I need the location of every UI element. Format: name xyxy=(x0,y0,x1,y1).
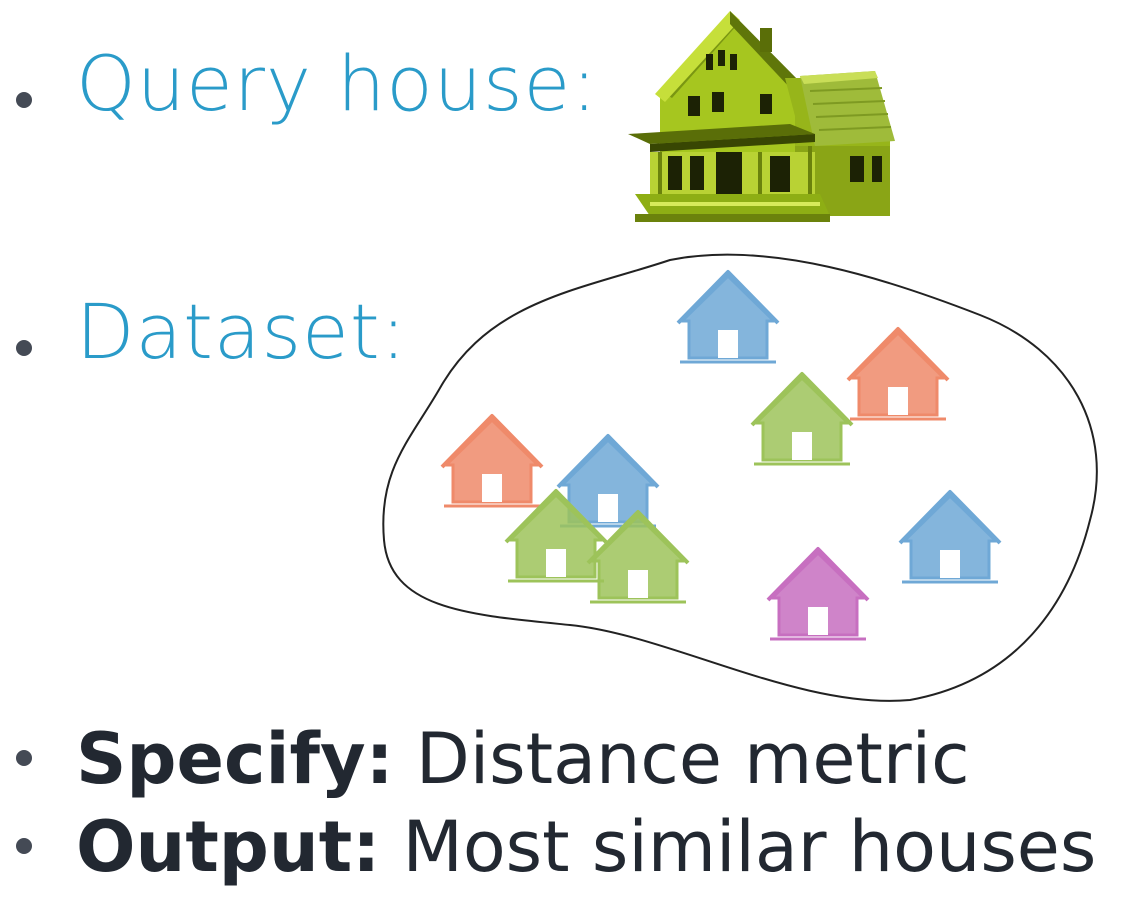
specify-value: Distance metric xyxy=(393,718,970,800)
house-icon xyxy=(440,414,544,508)
house-icon xyxy=(676,270,780,364)
bullet-dot xyxy=(16,837,32,854)
dataset-label: Dataset: xyxy=(76,287,408,376)
bullet-dot xyxy=(16,749,32,766)
house-icon xyxy=(846,327,950,421)
bullet-dataset: Dataset: xyxy=(0,294,407,370)
bullet-query-house: Query house: xyxy=(0,46,598,122)
query-house-label: Query house: xyxy=(76,39,598,128)
dataset-cloud xyxy=(382,253,1098,702)
house-icon xyxy=(766,547,870,641)
specify-label: Specify: xyxy=(76,718,394,800)
output-value: Most similar houses xyxy=(380,806,1097,888)
house-icon xyxy=(898,490,1002,584)
bullet-output: Output: Most similar houses xyxy=(0,812,1096,882)
house-icon xyxy=(750,372,854,466)
dataset-boundary xyxy=(382,253,1098,702)
query-house-icon xyxy=(628,11,895,222)
output-label: Output: xyxy=(76,806,381,888)
bullet-dot xyxy=(16,91,32,108)
bullet-dot xyxy=(16,339,32,356)
bullet-specify: Specify: Distance metric xyxy=(0,724,970,794)
